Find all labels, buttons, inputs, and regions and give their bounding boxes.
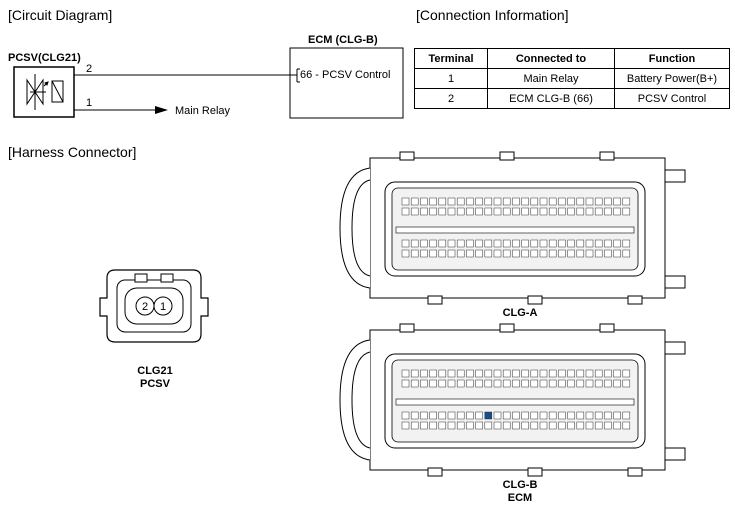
table-row: 2 ECM CLG-B (66) PCSV Control (414, 88, 730, 109)
circuit-diagram-header: [Circuit Diagram] (8, 7, 113, 23)
col-connected-to: Connected to (487, 48, 615, 69)
clg21-pin-1 (153, 296, 173, 316)
wire-pin-1-label: 1 (86, 97, 93, 109)
clg21-connector: 2 1 (99, 269, 209, 343)
harness-connector-header: [Harness Connector] (8, 144, 137, 160)
clg21-pin-1-label: 1 (160, 301, 166, 313)
table-header-row: Terminal Connected to Function (414, 48, 730, 69)
cell-terminal: 2 (414, 88, 488, 109)
connection-info-header: [Connection Information] (416, 7, 569, 23)
clg-b-label: CLG-B (502, 479, 538, 491)
cell-function: PCSV Control (614, 88, 730, 109)
ecm-title: ECM (CLG-B) (308, 34, 378, 46)
clg-b-connector (339, 323, 686, 477)
connection-table: Terminal Connected to Function 1 Main Re… (414, 48, 730, 109)
pcsv-label: PCSV (140, 378, 170, 390)
clg21-label: CLG21 (137, 365, 173, 377)
clg-a-label: CLG-A (502, 307, 538, 319)
ecm-connectors (339, 151, 686, 477)
cell-connected: ECM CLG-B (66) (487, 88, 615, 109)
clg21-pin-2-label: 2 (142, 301, 148, 313)
col-function: Function (614, 48, 730, 69)
cell-terminal: 1 (414, 68, 488, 89)
main-relay-label: Main Relay (175, 105, 231, 117)
table-row: 1 Main Relay Battery Power(B+) (414, 68, 730, 89)
pcsv-component-label: PCSV(CLG21) (8, 52, 81, 64)
ecm-pin-label: 66 - PCSV Control (300, 69, 391, 81)
valve-symbol-icon (26, 74, 64, 110)
pcsv-box (13, 66, 75, 118)
ecm-box (289, 47, 404, 119)
wire-pin-2-label: 2 (86, 63, 93, 75)
arrow-right-icon (155, 106, 168, 114)
cell-function: Battery Power(B+) (614, 68, 730, 89)
cell-connected: Main Relay (487, 68, 615, 89)
ecm-label: ECM (507, 492, 533, 504)
circuit-wiring (13, 47, 404, 119)
clg-a-connector (339, 151, 686, 305)
col-terminal: Terminal (414, 48, 488, 69)
